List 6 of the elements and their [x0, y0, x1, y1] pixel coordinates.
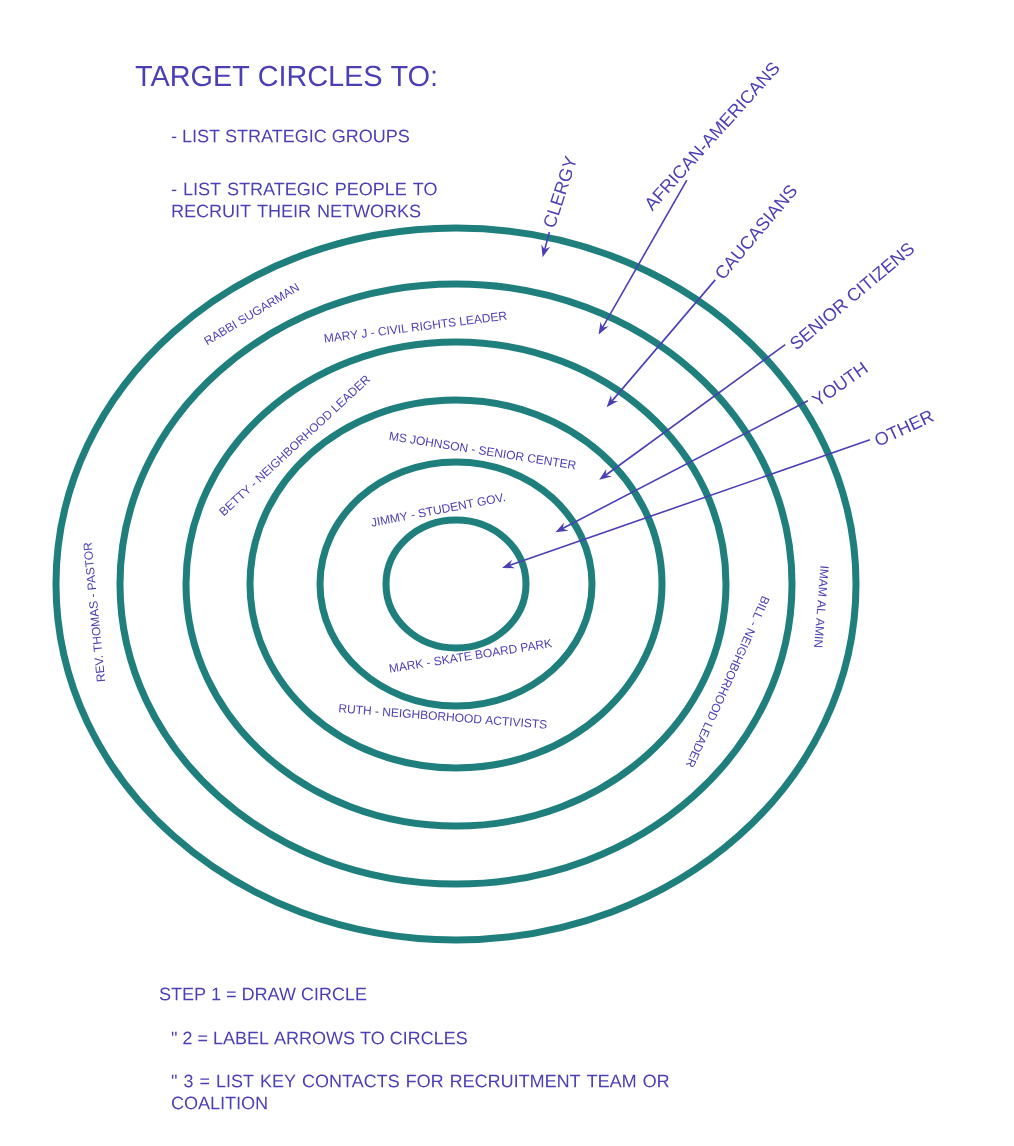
step-note: STEP 1 = DRAW CIRCLE [159, 987, 367, 1001]
step-note: " 3 = LIST KEY CONTACTS FOR RECRUITMENT TEAM OR COALITION [171, 1074, 669, 1110]
instruction-note: - LIST STRATEGIC PEOPLE TO RECRUIT THEIR NETWORKS [171, 182, 437, 218]
step-note: " 2 = LABEL ARROWS TO CIRCLES [171, 1031, 467, 1045]
heading: TARGET CIRCLES TO: [135, 65, 436, 87]
instruction-note: - LIST STRATEGIC GROUPS [171, 129, 409, 143]
